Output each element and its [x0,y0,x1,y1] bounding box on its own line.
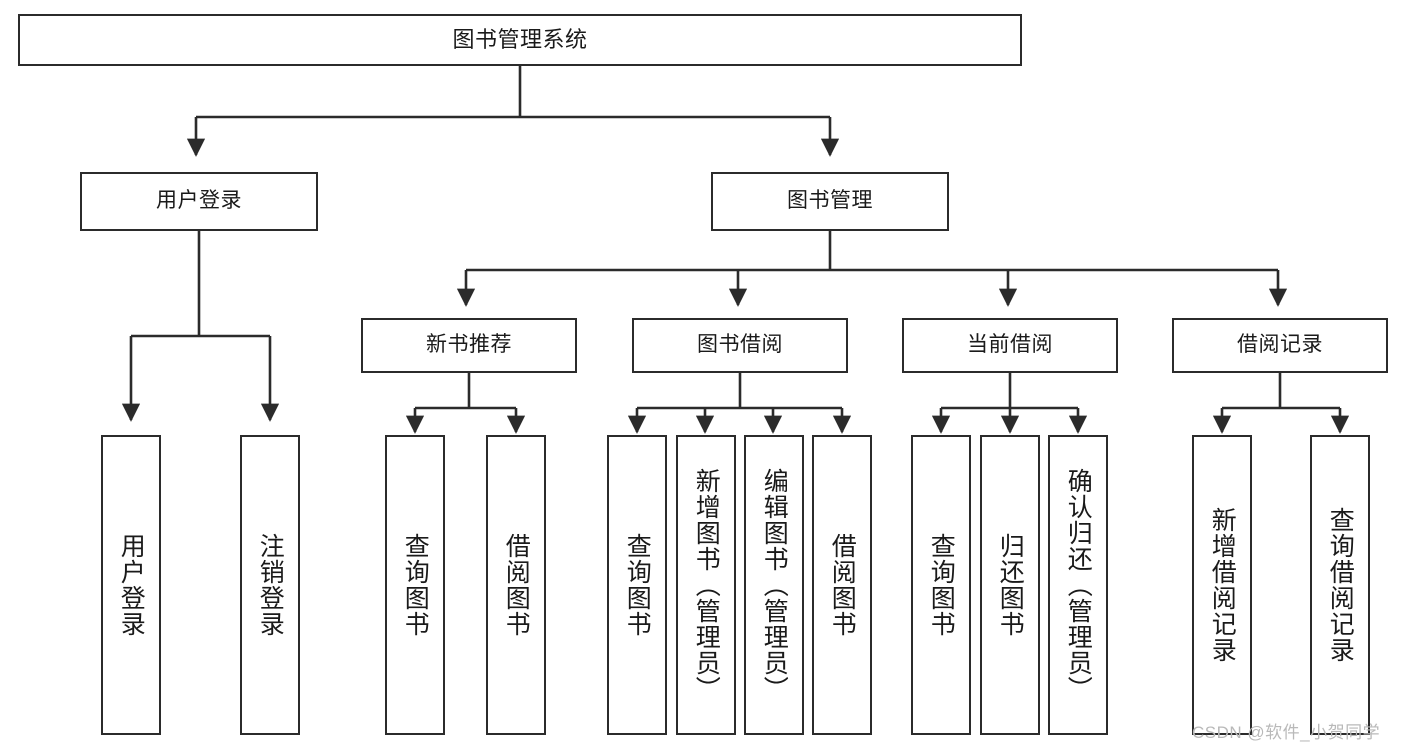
leaf-borrow-book-recommend[interactable]: 借阅图书 [486,435,546,735]
node-current-borrow[interactable]: 当前借阅 [902,318,1118,373]
leaf-query-borrow-record[interactable]: 查询借阅记录 [1310,435,1370,735]
node-label: 当前借阅 [967,333,1053,357]
leaf-query-book-current[interactable]: 查询图书 [911,435,971,735]
node-label: 用户登录 [156,189,242,213]
node-label: 新增借阅记录 [1208,507,1237,663]
node-label: 查询图书 [401,533,430,637]
node-label: 图书借阅 [697,333,783,357]
node-label: 图书管理 [787,189,873,213]
node-label: 查询借阅记录 [1326,507,1355,663]
node-label: 归还图书 [996,533,1025,637]
leaf-borrow-book[interactable]: 借阅图书 [812,435,872,735]
node-new-book-recommend[interactable]: 新书推荐 [361,318,577,373]
leaf-add-borrow-record[interactable]: 新增借阅记录 [1192,435,1252,735]
node-borrow-record[interactable]: 借阅记录 [1172,318,1388,373]
leaf-query-book-recommend[interactable]: 查询图书 [385,435,445,735]
leaf-logout-login[interactable]: 注销登录 [240,435,300,735]
node-label: 注销登录 [256,533,285,637]
node-label: 图书管理系统 [452,27,588,53]
node-book-borrow[interactable]: 图书借阅 [632,318,848,373]
node-label: 查询图书 [623,533,652,637]
node-label: 用户登录 [117,533,146,637]
leaf-confirm-return[interactable]: 确认归还（管理员） [1048,435,1108,735]
watermark-text: CSDN @软件_小贺同学 [1192,723,1381,742]
node-label: 新增图书（管理员） [692,468,721,702]
leaf-edit-book[interactable]: 编辑图书（管理员） [744,435,804,735]
node-label: 借阅图书 [502,533,531,637]
leaf-add-book[interactable]: 新增图书（管理员） [676,435,736,735]
node-label: 借阅记录 [1237,333,1323,357]
node-label: 查询图书 [927,533,956,637]
node-label: 编辑图书（管理员） [760,468,789,702]
node-label: 确认归还（管理员） [1064,468,1093,702]
leaf-query-book-borrow[interactable]: 查询图书 [607,435,667,735]
leaf-return-book[interactable]: 归还图书 [980,435,1040,735]
node-root-system[interactable]: 图书管理系统 [18,14,1022,66]
node-label: 借阅图书 [828,533,857,637]
leaf-user-login[interactable]: 用户登录 [101,435,161,735]
node-user-login[interactable]: 用户登录 [80,172,318,231]
node-book-management[interactable]: 图书管理 [711,172,949,231]
node-label: 新书推荐 [426,333,512,357]
